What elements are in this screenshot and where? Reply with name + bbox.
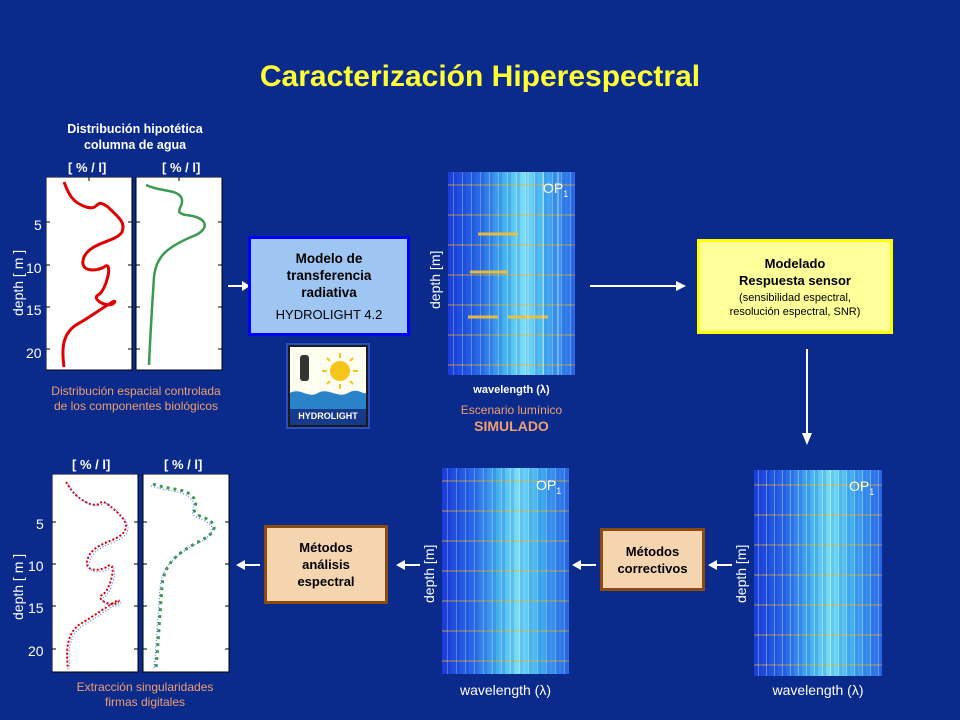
arrow-left-4 [236, 560, 260, 570]
tick-5-bottom: 5 [36, 516, 44, 532]
extraction-caption: Extracción singularidades firmas digital… [76, 680, 214, 709]
arrow-left-1 [708, 560, 732, 570]
model-box-title: Modelo de transferencia radiativa [286, 251, 372, 300]
sensor-model-box: Modelado Respuesta sensor (sensibilidad … [697, 239, 893, 334]
arrow-left-2 [572, 560, 596, 570]
red-extracted-curve [65, 481, 128, 670]
tick-15-bottom: 15 [28, 600, 44, 616]
arrow-left-3 [396, 560, 420, 570]
hydrolight-logo: HYDROLIGHT [286, 343, 370, 429]
spectral-analysis-box: Métodos análisis espectral [264, 525, 388, 604]
corrective-methods-box: Métodos correctivos [600, 528, 705, 591]
op-sub: 1 [563, 188, 569, 199]
spectrum-xlabel-bottom-right: wavelength (λ) [772, 682, 864, 698]
scenario-caption: Escenario lumínico [460, 403, 563, 417]
arrow-right-2 [590, 281, 686, 291]
op-text: OP [536, 477, 557, 493]
unit-label-left: [ % / l] [68, 160, 107, 175]
tick-20: 20 [26, 345, 42, 361]
op-text: OP [849, 478, 870, 494]
simulated-spectrum-image [448, 172, 575, 375]
op-sub: 1 [869, 486, 875, 497]
unit-label-right-bottom: [ % / l] [164, 457, 203, 472]
corrected-spectrum-image [442, 468, 569, 674]
unit-label-right: [ % / l] [162, 160, 201, 175]
model-box-subtitle: HYDROLIGHT 4.2 [275, 307, 383, 322]
op-label-bottom-right: OP1 [849, 478, 874, 497]
tick-10-bottom: 10 [28, 558, 44, 574]
tick-20-bottom: 20 [28, 643, 44, 659]
spectrum-xlabel-top: wavelength (λ) [473, 384, 550, 396]
spectrum-ylabel-top: depth [m] [427, 250, 443, 309]
corrective-methods-label: Métodos correctivos [617, 543, 688, 576]
red-profile-curve [61, 181, 125, 368]
spectrum-ylabel-bottom-right: depth [m] [733, 544, 749, 603]
sensor-box-title: Modelado Respuesta sensor [739, 255, 851, 288]
tick-5: 5 [34, 217, 42, 233]
logo-text: HYDROLIGHT [298, 411, 358, 421]
simulated-spectrum-bands [468, 172, 559, 375]
page-title: Caracterización Hiperespectral [259, 60, 701, 93]
radiative-transfer-model-box: Modelo de transferencia radiativa HYDROL… [248, 236, 410, 336]
profile-ylabel-top: depth [ m ] [10, 249, 26, 316]
unit-label-left-bottom: [ % / l] [72, 457, 111, 472]
profile-ylabel-bottom: depth [ m ] [10, 553, 26, 620]
arrow-right-1 [228, 281, 250, 291]
spectrum-xlabel-bottom-mid: wavelength (λ) [459, 682, 552, 698]
sensor-spectrum-image [754, 470, 882, 676]
tick-10: 10 [26, 260, 42, 276]
op-label-bottom-mid: OP1 [536, 477, 561, 496]
profiles-heading: Distribución hipotética columna de agua [67, 122, 203, 152]
profiles-caption: Distribución espacial controlada de los … [51, 384, 221, 413]
green-profile-curve [145, 183, 206, 366]
profile-plot-bottom [52, 474, 230, 673]
spectral-analysis-label: Métodos análisis espectral [297, 540, 355, 589]
arrow-down [802, 349, 812, 445]
sun-icon [290, 347, 366, 425]
profile-plot-top [46, 177, 223, 371]
op-sub: 1 [556, 485, 562, 496]
tick-15: 15 [26, 302, 42, 318]
op-text: OP [543, 180, 564, 196]
sensor-box-subtitle: (sensibilidad espectral, resolución espe… [729, 291, 861, 318]
spectrum-ylabel-bottom-mid: depth [m] [421, 544, 437, 603]
simulated-caption: SIMULADO [474, 418, 549, 434]
op-label-top: OP1 [543, 180, 568, 199]
